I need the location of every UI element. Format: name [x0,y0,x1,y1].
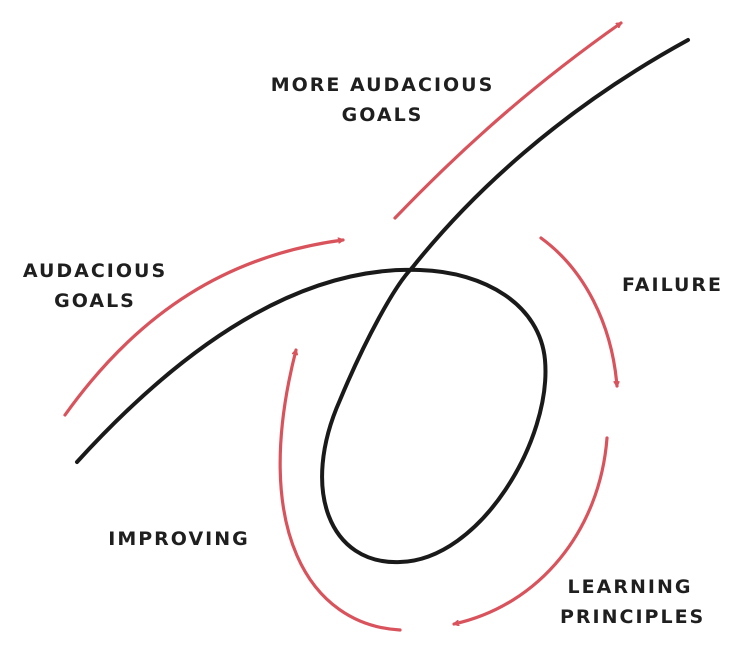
label-learning-principles: LEARNING PRINCIPLES [560,572,706,632]
arrow-improving [278,348,402,632]
progress-curve-upper [410,38,690,270]
label-line: FAILURE [622,274,724,296]
label-line: LEARNING [567,576,693,598]
label-line: MORE AUDACIOUS [270,74,495,96]
label-failure: FAILURE [622,270,724,300]
arrow-audacious-goals [63,240,345,417]
arrow-more-audacious-goals [393,21,623,220]
label-improving: IMPROVING [104,524,254,554]
label-line: AUDACIOUS [22,260,168,282]
label-more-audacious-goals: MORE AUDACIOUS GOALS [270,70,495,130]
arrow-learning-principles [452,436,609,624]
arrow-failure [539,236,617,388]
label-line: GOALS [341,104,424,126]
label-audacious-goals: AUDACIOUS GOALS [20,256,170,316]
label-line: PRINCIPLES [560,606,706,628]
label-line: GOALS [54,290,136,312]
progress-curve-lower [75,266,548,565]
label-line: IMPROVING [108,528,250,550]
